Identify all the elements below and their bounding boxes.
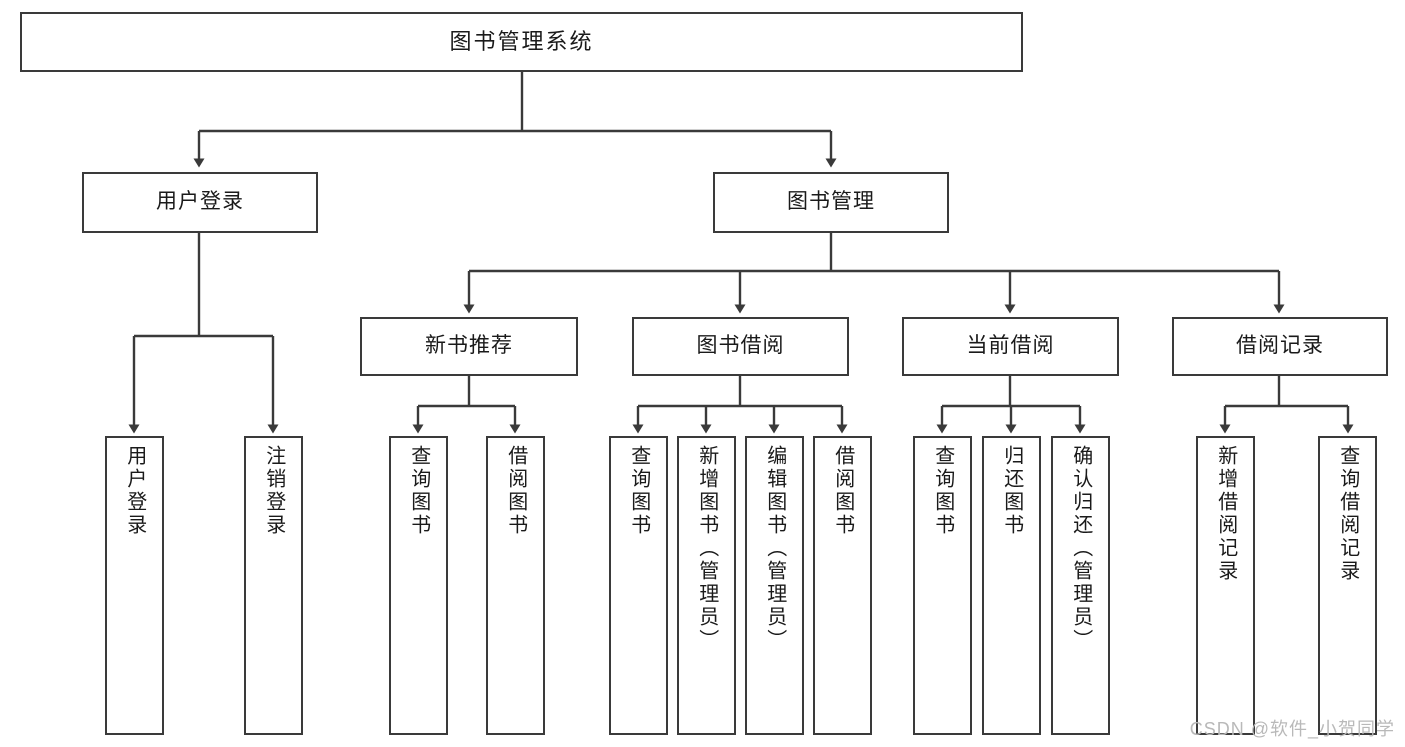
leaf-label: 新增图书（管理员） [695, 445, 718, 652]
leaf-label: 查询图书 [407, 445, 430, 537]
node-label: 当前借阅 [966, 334, 1055, 358]
leaf-query-book-cb[interactable]: 查询图书 [913, 436, 972, 735]
node-label: 用户登录 [156, 190, 244, 214]
leaf-label: 借阅图书 [504, 445, 527, 537]
leaf-label: 新增借阅记录 [1214, 445, 1237, 583]
watermark-text: CSDN @软件_小贺同学 [1189, 719, 1395, 739]
leaf-label: 查询图书 [627, 445, 650, 537]
leaf-label: 用户登录 [123, 445, 146, 537]
node-book-borrow[interactable]: 图书借阅 [632, 317, 849, 376]
leaf-label: 注销登录 [262, 445, 285, 537]
leaf-label: 查询借阅记录 [1336, 445, 1359, 583]
leaf-return-book[interactable]: 归还图书 [982, 436, 1041, 735]
node-root-book-management-system[interactable]: 图书管理系统 [20, 12, 1023, 72]
leaf-borrow-book-bb[interactable]: 借阅图书 [813, 436, 872, 735]
node-book-management[interactable]: 图书管理 [713, 172, 949, 233]
leaf-label: 编辑图书（管理员） [763, 445, 786, 652]
leaf-label: 借阅图书 [831, 445, 854, 537]
node-user-login[interactable]: 用户登录 [82, 172, 318, 233]
leaf-query-book-nb[interactable]: 查询图书 [389, 436, 448, 735]
node-new-book-recommend[interactable]: 新书推荐 [360, 317, 578, 376]
leaf-edit-book-admin[interactable]: 编辑图书（管理员） [745, 436, 804, 735]
node-label: 借阅记录 [1236, 334, 1324, 358]
node-label: 图书管理系统 [449, 29, 594, 55]
node-borrow-record[interactable]: 借阅记录 [1172, 317, 1388, 376]
leaf-user-login[interactable]: 用户登录 [105, 436, 164, 735]
node-label: 图书管理 [787, 190, 875, 214]
leaf-query-book-bb[interactable]: 查询图书 [609, 436, 668, 735]
leaf-add-borrow-record[interactable]: 新增借阅记录 [1196, 436, 1255, 735]
leaf-query-borrow-record[interactable]: 查询借阅记录 [1318, 436, 1377, 735]
leaf-label: 查询图书 [931, 445, 954, 537]
leaf-confirm-return-admin[interactable]: 确认归还（管理员） [1051, 436, 1110, 735]
leaf-add-book-admin[interactable]: 新增图书（管理员） [677, 436, 736, 735]
node-label: 新书推荐 [425, 334, 513, 358]
leaf-logout[interactable]: 注销登录 [244, 436, 303, 735]
leaf-borrow-book-nb[interactable]: 借阅图书 [486, 436, 545, 735]
node-label: 图书借阅 [696, 334, 785, 358]
leaf-label: 确认归还（管理员） [1069, 445, 1092, 652]
node-current-borrow[interactable]: 当前借阅 [902, 317, 1119, 376]
leaf-label: 归还图书 [1000, 445, 1023, 537]
